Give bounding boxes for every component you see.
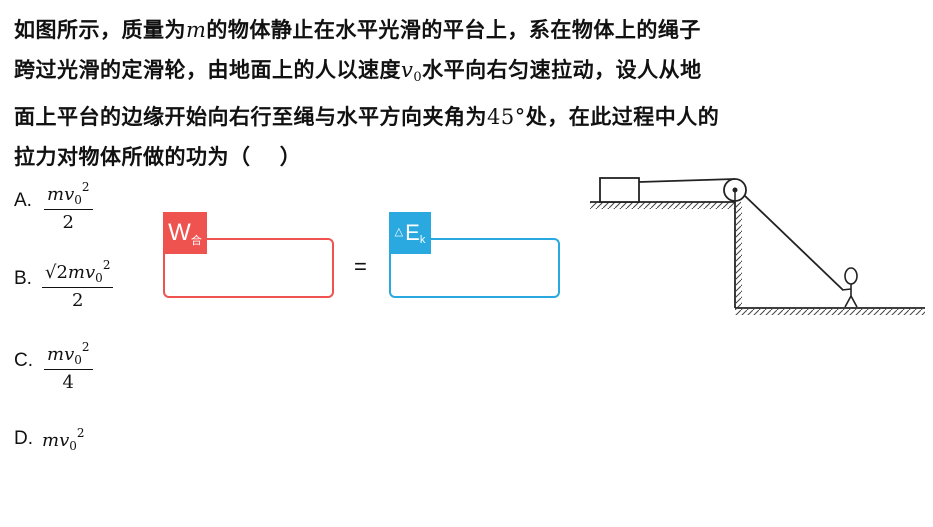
option-d-label[interactable]: D. (14, 428, 33, 449)
option-b-label[interactable]: B. (14, 268, 32, 289)
option-c-label[interactable]: C. (14, 350, 33, 371)
question-line-2: 跨过光滑的定滑轮，由地面上的人以速度v0水平向右匀速拉动，设人从地 (14, 57, 702, 85)
option-b-numerator: √2mv02 (42, 258, 114, 288)
rope (638, 178, 844, 291)
platform-pulley-person-diagram (590, 177, 925, 315)
block (599, 177, 640, 203)
question-line-1: 如图所示，质量为m的物体静止在水平光滑的平台上，系在物体上的绳子 (14, 17, 701, 42)
option-d-expression[interactable]: mv02 (42, 426, 85, 453)
person (841, 267, 858, 308)
option-a-label[interactable]: A. (14, 190, 32, 211)
question-line-4: 拉力对物体所做的功为（ ） (14, 144, 302, 169)
option-c-fraction[interactable]: mv02 4 (44, 340, 93, 393)
platform (590, 201, 742, 308)
question-text: 如图所示，质量为m的物体静止在水平光滑的平台上，系在物体上的绳子 跨过光滑的定滑… (14, 10, 920, 176)
option-a-numerator: mv02 (44, 180, 93, 210)
option-a-denominator: 2 (62, 212, 74, 233)
ground (735, 307, 925, 315)
option-c-numerator: mv02 (44, 340, 93, 370)
equals-sign: = (354, 254, 367, 279)
option-b-fraction[interactable]: √2mv02 2 (42, 258, 114, 311)
option-a-fraction[interactable]: mv02 2 (44, 180, 93, 233)
option-b-denominator: 2 (72, 290, 84, 311)
pulley (723, 178, 747, 202)
question-line-3: 面上平台的边缘开始向右行至绳与水平方向夹角为45°处，在此过程中人的 (14, 104, 720, 129)
option-c-denominator: 4 (62, 372, 74, 393)
